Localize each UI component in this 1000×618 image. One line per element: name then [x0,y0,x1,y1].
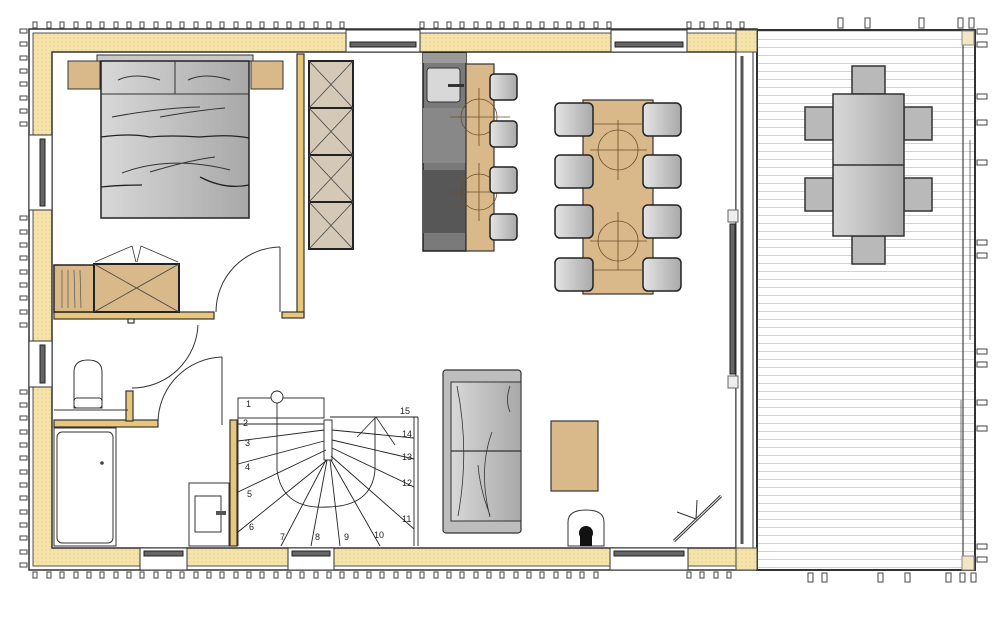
interior-walls [53,53,305,547]
step-number: 3 [245,438,250,448]
cladding-ticks [19,21,745,579]
window-left-2 [28,340,53,388]
dining-chair [642,102,682,137]
dining-chair [554,204,594,239]
step-number: 15 [400,406,410,416]
step-number: 14 [402,429,412,439]
dining-chair [642,257,682,292]
window-top-1 [345,29,421,53]
step-number: 12 [402,478,412,488]
window-top-2 [610,29,688,53]
coffee-table [550,420,599,492]
bar-stool [489,73,518,101]
step-number: 9 [344,532,349,542]
step-number: 1 [246,399,251,409]
terrace-chair [804,177,834,212]
sliding-door-terrace[interactable] [727,209,739,389]
dining-chair [554,154,594,189]
terrace-chair [903,106,933,141]
doors[interactable] [131,246,281,425]
kitchen-sink [426,67,464,103]
bed [67,54,284,219]
stair-numbers: 1 2 3 4 5 6 7 8 9 10 11 12 13 14 15 [243,399,412,542]
step-number: 11 [402,514,411,524]
step-number: 6 [249,522,254,532]
toilet [73,359,103,409]
wardrobe [308,60,354,250]
sink [188,482,230,547]
terrace-table [804,65,933,265]
step-number: 8 [315,532,320,542]
dining-chair [554,102,594,137]
bedroom-door[interactable] [215,246,281,313]
dining-area [554,99,682,295]
terrace-chair [804,106,834,141]
bar-stools [489,73,518,241]
dining-chair [642,204,682,239]
window-bottom-2 [287,547,335,571]
windows [28,29,739,571]
corner-post [735,29,758,53]
bathroom [53,359,230,547]
window-bottom-1 [139,547,188,571]
kitchen [422,52,518,252]
staircase[interactable]: 1 2 3 4 5 6 7 8 9 10 11 12 13 14 15 [237,390,419,547]
bar-stool [489,166,518,194]
step-number: 7 [280,532,285,542]
bathroom-door[interactable] [157,356,223,425]
dining-chairs [554,102,682,292]
dining-chair [642,154,682,189]
dresser [53,245,180,313]
window-bottom-3 [609,547,689,571]
floor-lamp [672,494,723,543]
bedroom [53,54,354,313]
step-number: 4 [245,462,250,472]
terrace [756,17,988,583]
step-number: 5 [247,489,252,499]
bathtub [53,427,117,547]
terrace-chair [851,65,886,95]
toilet-door[interactable] [131,324,199,389]
living-area [442,369,723,547]
terrace-chair [903,177,933,212]
bar-stool [489,213,518,241]
step-number: 13 [402,452,412,462]
bar-stool [489,120,518,148]
dining-chair [554,257,594,292]
window-left-1 [28,134,53,211]
fireplace-stove [567,509,605,547]
step-number: 2 [243,418,248,428]
step-number: 10 [374,530,384,540]
terrace-chair [851,235,886,265]
sofa [442,369,522,534]
corner-post [735,547,758,571]
